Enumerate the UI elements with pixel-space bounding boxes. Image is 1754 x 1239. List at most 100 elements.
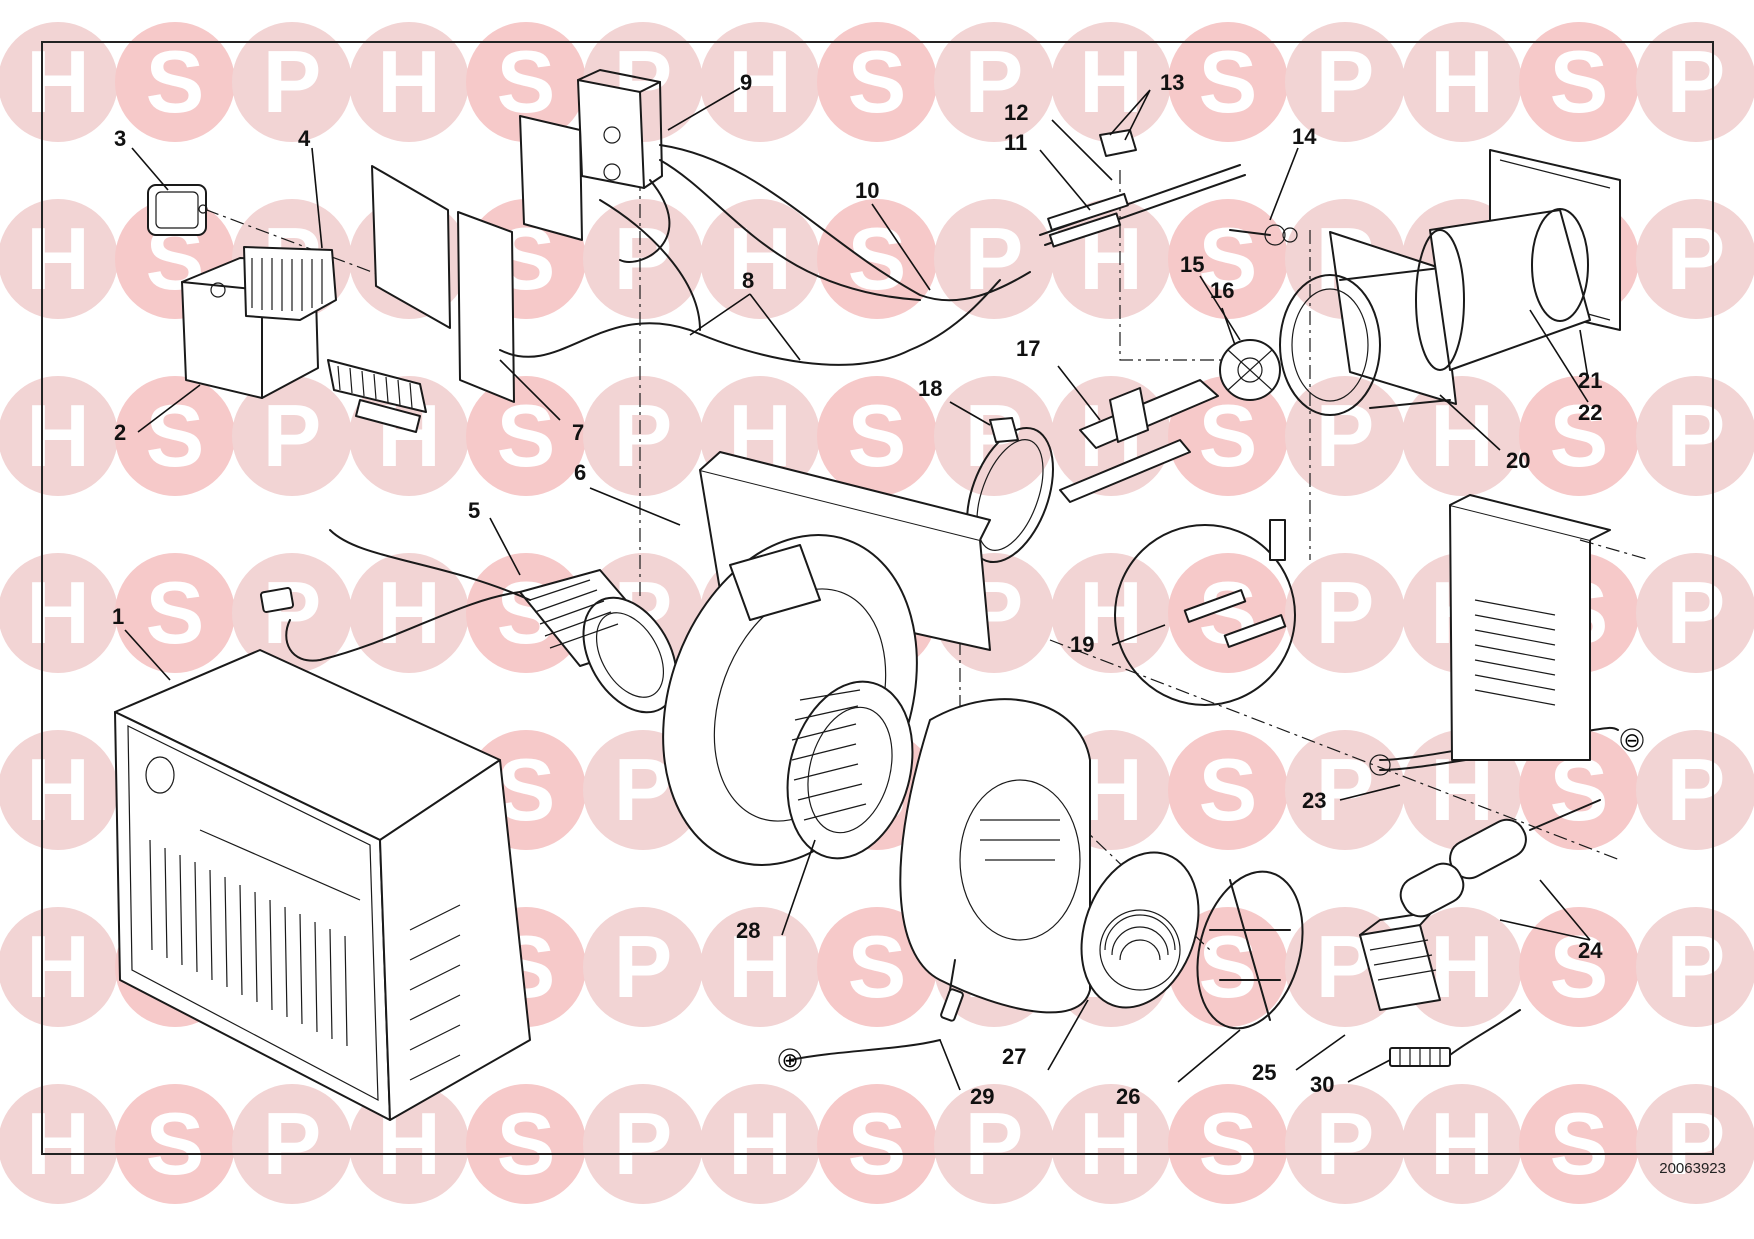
callout-11: 11 — [1004, 130, 1027, 155]
watermark-circle — [466, 1084, 586, 1204]
watermark-circle — [1519, 22, 1639, 142]
watermark-letter: S — [1550, 386, 1609, 485]
callout-1: 1 — [112, 604, 124, 629]
watermark-circle — [466, 376, 586, 496]
part-29-earth-lead — [789, 959, 964, 1061]
callout-20: 20 — [1506, 448, 1530, 473]
watermark-circle — [0, 1084, 118, 1204]
watermark-letter: P — [263, 386, 322, 485]
watermark-letter: P — [614, 1094, 673, 1193]
callout-25: 25 — [1252, 1060, 1276, 1085]
part-21-22-blast-tube — [1415, 149, 1621, 371]
watermark-letter: S — [1199, 32, 1258, 131]
watermark-circle — [232, 553, 352, 673]
watermark-letter: P — [614, 740, 673, 839]
watermark-circle — [1636, 730, 1754, 850]
part-16-turbulator — [1219, 339, 1281, 401]
plus-symbol: ⊕ — [782, 1048, 799, 1072]
callout-9: 9 — [740, 70, 752, 95]
callout-22: 22 — [1578, 400, 1602, 425]
part-9-ignition-transformer — [519, 69, 663, 241]
watermark-letter: S — [146, 32, 205, 131]
watermark-circle — [700, 1084, 820, 1204]
watermark-circle — [1051, 22, 1171, 142]
watermark-letter: H — [728, 32, 792, 131]
watermark-circle — [817, 199, 937, 319]
watermark-circle — [817, 22, 937, 142]
watermark-circle — [1051, 553, 1171, 673]
watermark-circle — [583, 1084, 703, 1204]
part-7-terminal-bracket — [327, 165, 515, 433]
watermark-letter: H — [1430, 32, 1494, 131]
callout-18: 18 — [918, 376, 942, 401]
watermark-circle — [817, 376, 937, 496]
part-25-connector — [1359, 911, 1441, 1011]
cables-8-10 — [499, 144, 1031, 366]
watermark-letter: H — [1079, 1094, 1143, 1193]
callout-30: 30 — [1310, 1072, 1334, 1097]
watermark-letter: S — [848, 386, 907, 485]
watermark-circle — [1519, 376, 1639, 496]
part-19-detail-circle — [1114, 519, 1296, 706]
watermark-letter: S — [848, 209, 907, 308]
watermark-circle — [115, 22, 235, 142]
diagram-frame — [41, 41, 1714, 1155]
part-11-12-electrodes — [1039, 164, 1246, 248]
watermark-letter: P — [263, 32, 322, 131]
callout-labels: 1 2 3 4 5 6 7 8 9 10 11 12 13 14 15 16 1… — [112, 70, 1603, 1109]
callout-26: 26 — [1116, 1084, 1140, 1109]
watermark-letter: H — [728, 1094, 792, 1193]
watermark-letter: H — [1079, 563, 1143, 662]
callout-29: 29 — [970, 1084, 994, 1109]
watermark-letter: H — [26, 1094, 90, 1193]
watermark-circle — [115, 553, 235, 673]
watermark-letter: H — [26, 386, 90, 485]
part-1-main-cover — [114, 649, 531, 1121]
watermark-circle — [349, 553, 469, 673]
watermark-letter: P — [1667, 563, 1726, 662]
watermark-circle — [1168, 22, 1288, 142]
watermark-circle — [1168, 553, 1288, 673]
watermark-letter: P — [1316, 1094, 1375, 1193]
part-17-nozzle-line — [1059, 379, 1219, 503]
watermark-letter: P — [614, 917, 673, 1016]
watermark-letter: H — [377, 563, 441, 662]
watermark-letter: P — [1316, 740, 1375, 839]
watermark-letter: H — [728, 917, 792, 1016]
watermark-circle — [1519, 1084, 1639, 1204]
watermark-circle — [700, 907, 820, 1027]
minus-symbol: ⊖ — [1624, 728, 1641, 752]
callout-17: 17 — [1016, 336, 1040, 361]
watermark-letter: P — [965, 1094, 1024, 1193]
watermark-circle — [1636, 1084, 1754, 1204]
watermark-circle — [1168, 907, 1288, 1027]
callout-28: 28 — [736, 918, 760, 943]
callout-27: 27 — [1002, 1044, 1026, 1069]
watermark-letter: S — [497, 386, 556, 485]
watermark-circle — [1519, 907, 1639, 1027]
watermark-circle — [1636, 376, 1754, 496]
watermark-letter: P — [263, 563, 322, 662]
watermark-circle — [349, 22, 469, 142]
watermark-circle — [1636, 553, 1754, 673]
watermark-letter: S — [1199, 209, 1258, 308]
callout-10: 10 — [855, 178, 879, 203]
watermark-circle — [1402, 22, 1522, 142]
watermark-letter: S — [1550, 1094, 1609, 1193]
watermark-letter: S — [146, 386, 205, 485]
watermark-letter: H — [26, 32, 90, 131]
watermark-letter: H — [728, 209, 792, 308]
watermark-circle — [0, 376, 118, 496]
part-27-air-damper — [1080, 851, 1200, 1009]
watermark-letter: S — [497, 1094, 556, 1193]
watermark-circle — [817, 1084, 937, 1204]
watermark-circle — [1285, 730, 1405, 850]
watermark-circle — [232, 1084, 352, 1204]
watermark-circle — [0, 730, 118, 850]
watermark-letter: P — [1667, 917, 1726, 1016]
watermark-circle — [0, 199, 118, 319]
watermark-circle — [1285, 553, 1405, 673]
callout-21: 21 — [1578, 368, 1602, 393]
watermark-circle — [1636, 199, 1754, 319]
side-cover-panel — [1449, 494, 1651, 761]
